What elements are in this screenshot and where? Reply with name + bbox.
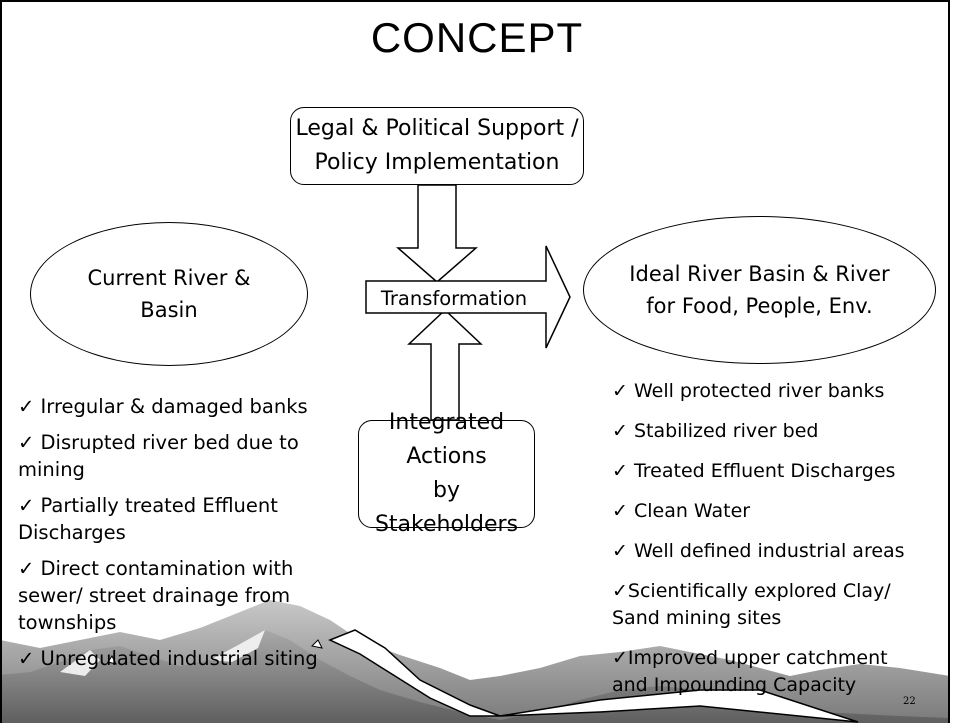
page-number: 22 xyxy=(903,696,916,707)
list-item: ✓ Stabilized river bed xyxy=(612,418,948,445)
check-icon: ✓ xyxy=(18,557,35,580)
check-icon: ✓ xyxy=(612,540,628,562)
check-icon: ✓ xyxy=(18,395,35,418)
list-item-text: Sand mining sites xyxy=(612,607,782,629)
integrated-actions-line1: Integrated Actions xyxy=(388,410,505,469)
legal-support-line2: Policy Implementation xyxy=(314,150,560,175)
list-item: ✓ Direct contamination with sewer/ stree… xyxy=(18,555,358,636)
list-item: ✓Improved upper catchment and Impounding… xyxy=(612,645,948,699)
list-item: ✓ Well protected river banks xyxy=(612,378,948,405)
ideal-river-line2: for Food, People, Env. xyxy=(646,294,873,318)
check-icon: ✓ xyxy=(612,500,628,522)
list-item: ✓ Well defined industrial areas xyxy=(612,538,948,565)
up-arrow xyxy=(407,308,483,421)
slide-title: CONCEPT xyxy=(370,14,584,61)
check-icon: ✓ xyxy=(18,431,35,454)
list-item-text: Scientifically explored Clay/ xyxy=(627,580,891,602)
list-item-text: sewer/ street drainage from xyxy=(18,584,291,607)
list-item-text: Well protected river banks xyxy=(633,380,885,402)
ideal-outcomes-list: ✓ Well protected river banks ✓ Stabilize… xyxy=(612,378,948,699)
list-item: ✓ Partially treated Effluent Discharges xyxy=(18,492,358,546)
list-item-text: Disrupted river bed due to xyxy=(40,431,299,454)
current-river-ellipse: Current River & Basin xyxy=(30,222,308,366)
check-icon: ✓ xyxy=(612,420,628,442)
ideal-river-ellipse: Ideal River Basin & River for Food, Peop… xyxy=(583,216,936,364)
list-item: ✓ Unregulated industrial siting xyxy=(18,645,358,672)
list-item-text: Stabilized river bed xyxy=(633,420,819,442)
check-icon: ✓ xyxy=(612,460,628,482)
integrated-actions-line2: by Stakeholders xyxy=(374,478,519,537)
check-icon: ✓ xyxy=(612,647,628,669)
list-item-text: and Impounding Capacity xyxy=(612,674,857,696)
list-item: ✓ Clean Water xyxy=(612,498,948,525)
list-item-text: Unregulated industrial siting xyxy=(40,647,318,670)
legal-support-box: Legal & Political Support / Policy Imple… xyxy=(290,107,584,185)
legal-support-line1: Legal & Political Support / xyxy=(295,116,579,141)
integrated-actions-box: Integrated Actions by Stakeholders xyxy=(358,410,535,537)
list-item-text: mining xyxy=(18,458,85,481)
down-arrow xyxy=(395,184,479,283)
list-item-text: Improved upper catchment xyxy=(627,647,888,669)
check-icon: ✓ xyxy=(612,380,628,402)
current-river-line2: Basin xyxy=(140,298,198,322)
list-item: ✓ Irregular & damaged banks xyxy=(18,393,358,420)
current-issues-list: ✓ Irregular & damaged banks ✓ Disrupted … xyxy=(18,393,358,672)
current-river-line1: Current River & xyxy=(87,266,251,290)
ideal-river-line1: Ideal River Basin & River xyxy=(629,262,890,286)
list-item-text: Treated Effluent Discharges xyxy=(633,460,896,482)
transformation-label: Transformation xyxy=(380,287,528,310)
list-item: ✓ Treated Effluent Discharges xyxy=(612,458,948,485)
list-item: ✓ Disrupted river bed due to mining xyxy=(18,429,358,483)
check-icon: ✓ xyxy=(612,580,628,602)
list-item-text: townships xyxy=(18,611,117,634)
check-icon: ✓ xyxy=(18,494,35,517)
check-icon: ✓ xyxy=(18,647,35,670)
list-item-text: Discharges xyxy=(18,521,126,544)
list-item-text: Direct contamination with xyxy=(40,557,294,580)
list-item-text: Well defined industrial areas xyxy=(633,540,905,562)
list-item-text: Irregular & damaged banks xyxy=(40,395,308,418)
list-item-text: Clean Water xyxy=(633,500,751,522)
list-item-text: Partially treated Effluent xyxy=(40,494,278,517)
list-item: ✓Scientifically explored Clay/ Sand mini… xyxy=(612,578,948,632)
right-arrow xyxy=(365,245,571,349)
